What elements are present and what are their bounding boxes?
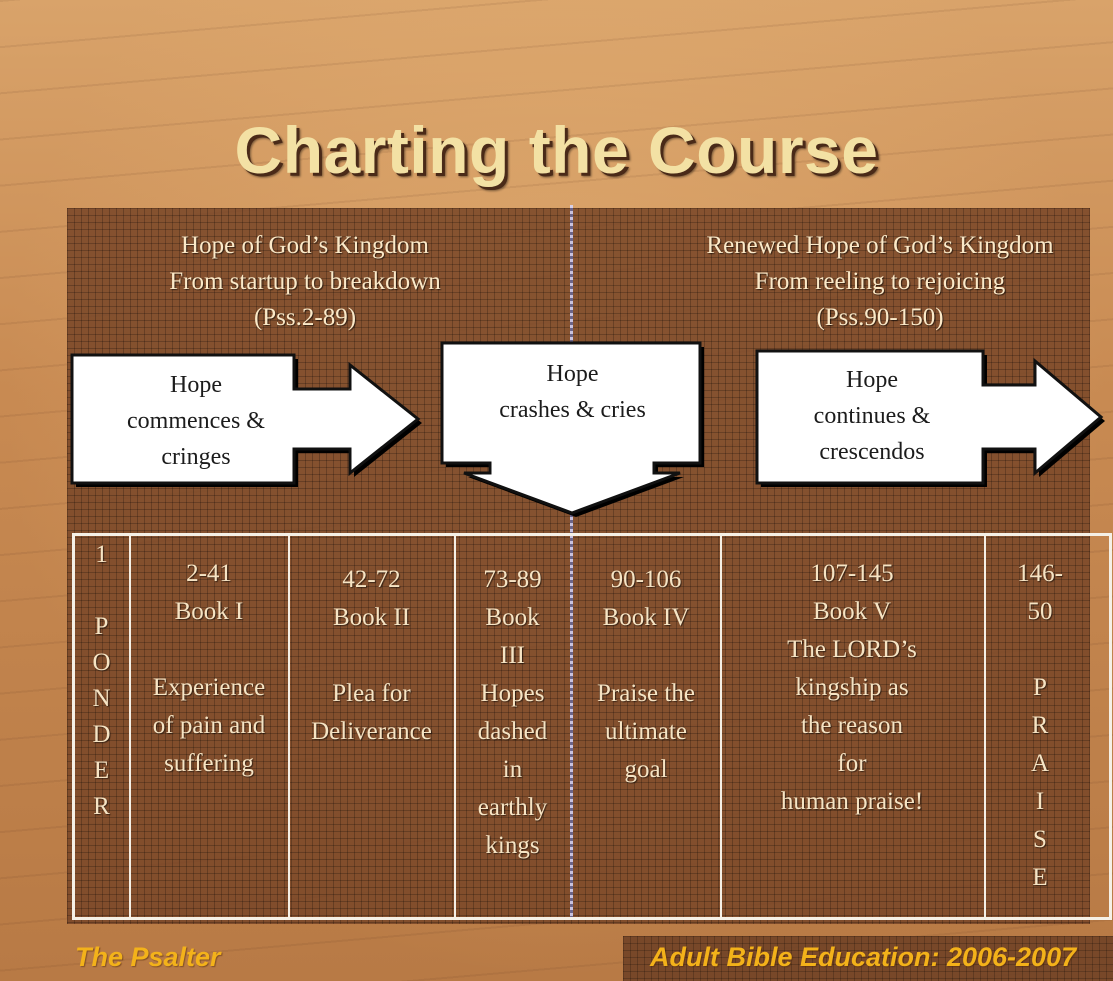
column-line	[572, 637, 720, 675]
column-line: kingship as	[795, 674, 909, 701]
column-line: 107-145	[810, 560, 894, 587]
table-divider	[984, 533, 986, 920]
column-line: 42-72	[342, 566, 401, 593]
arrow-3-line1: Hope	[846, 367, 898, 393]
arrow-1-text: Hope commences & cringes	[96, 367, 296, 475]
right-header-line1: Renewed Hope of God’s Kingdom	[706, 232, 1054, 259]
left-header-line1: Hope of God’s Kingdom	[181, 232, 429, 259]
column-line: I	[1035, 788, 1045, 815]
arrow-2-line1: Hope	[546, 361, 599, 387]
column-line: Book II	[332, 604, 411, 631]
left-header-line3: (Pss.2-89)	[253, 304, 357, 331]
down-arrow-icon	[440, 341, 704, 517]
column-line: Book V	[812, 598, 892, 625]
column-line: kings	[485, 832, 540, 859]
table-divider	[288, 533, 290, 920]
arrow-1-line1: Hope	[170, 372, 222, 398]
right-header: Renewed Hope of God’s Kingdom From reeli…	[660, 228, 1100, 336]
column-line: the reason	[800, 712, 904, 739]
column-line: The LORD’s	[787, 636, 917, 663]
left-header-line2: From startup to breakdown	[169, 268, 441, 295]
column-line: E	[93, 757, 110, 784]
column-line: dashed	[477, 718, 548, 745]
column-line: 73-89	[483, 566, 542, 593]
column-line: of pain and	[152, 712, 266, 739]
column-book-4: 90-106 Book IV Praise the ultimate goal	[572, 533, 720, 919]
arrow-3-line2: continues &	[813, 403, 931, 429]
column-line: Hopes	[480, 680, 545, 707]
table-divider	[720, 533, 722, 920]
column-book-3: 73-89 Book III Hopes dashed in earthly k…	[455, 533, 570, 919]
column-line: III	[500, 642, 525, 669]
column-line: D	[92, 721, 111, 748]
column-line: R	[93, 793, 110, 820]
arrow-2-text: Hope crashes & cries	[450, 356, 695, 428]
column-line: Deliverance	[311, 718, 432, 745]
column-line: E	[1032, 864, 1048, 891]
column-line: 50	[1027, 598, 1053, 625]
column-line: 2-41	[186, 560, 232, 587]
column-book-5: 107-145 Book V The LORD’s kingship as th…	[721, 533, 983, 919]
column-line: human praise!	[780, 788, 924, 815]
column-line: O	[92, 649, 111, 676]
column-line: for	[837, 750, 867, 777]
column-line	[74, 573, 129, 609]
center-divider	[570, 205, 573, 920]
column-line: R	[1031, 712, 1049, 739]
column-praise: 146- 50 P R A I S E	[985, 533, 1095, 919]
column-line: P	[94, 613, 109, 640]
column-line: goal	[624, 756, 668, 783]
column-line: Praise the	[597, 680, 695, 707]
arrow-3-line3: crescendos	[819, 439, 925, 465]
column-line: Book	[485, 604, 540, 631]
left-header: Hope of God’s Kingdom From startup to br…	[100, 228, 510, 336]
table-divider	[454, 533, 456, 920]
footer-band	[623, 936, 1113, 981]
page-title: Charting the Course	[234, 113, 879, 187]
column-line: Book I	[174, 598, 244, 625]
table-divider	[129, 533, 131, 920]
column-book-1: 2-41 Book I Experience of pain and suffe…	[130, 533, 288, 919]
column-line: N	[92, 685, 111, 712]
right-arrow-icon	[70, 353, 422, 487]
column-line: 1	[95, 541, 108, 568]
arrow-3-text: Hope continues & crescendos	[772, 362, 972, 470]
column-line: Experience	[152, 674, 266, 701]
column-line: earthly	[477, 794, 548, 821]
column-line: ultimate	[605, 718, 687, 745]
footer-right: Adult Bible Education: 2006-2007	[650, 942, 1077, 972]
column-line	[130, 631, 288, 669]
column-line: 90-106	[610, 566, 682, 593]
chart-panel	[67, 208, 1090, 924]
arrow-2-line2: crashes & cries	[499, 397, 646, 423]
column-line: A	[1030, 750, 1050, 777]
column-line: 146-	[1017, 560, 1063, 587]
column-line: Book IV	[602, 604, 690, 631]
footer-left: The Psalter	[75, 942, 221, 972]
column-line: S	[1033, 826, 1047, 853]
arrow-1-line3: cringes	[161, 444, 231, 470]
column-line: in	[502, 756, 523, 783]
column-line	[985, 631, 1095, 669]
column-ponder: 1 P O N D E R	[74, 533, 129, 919]
right-header-line3: (Pss.90-150)	[816, 304, 944, 331]
column-line: P	[1033, 674, 1047, 701]
right-header-line2: From reeling to rejoicing	[754, 268, 1006, 295]
column-book-2: 42-72 Book II Plea for Deliverance	[289, 533, 454, 919]
books-columns: 1 P O N D E R 2-41 Book I Experience of …	[72, 533, 1112, 919]
column-line	[289, 637, 454, 675]
arrow-1-line2: commences &	[127, 408, 265, 434]
books-table	[72, 533, 1112, 920]
right-arrow-icon	[755, 349, 1105, 487]
column-line: suffering	[164, 750, 254, 777]
column-line: Plea for	[332, 680, 411, 707]
